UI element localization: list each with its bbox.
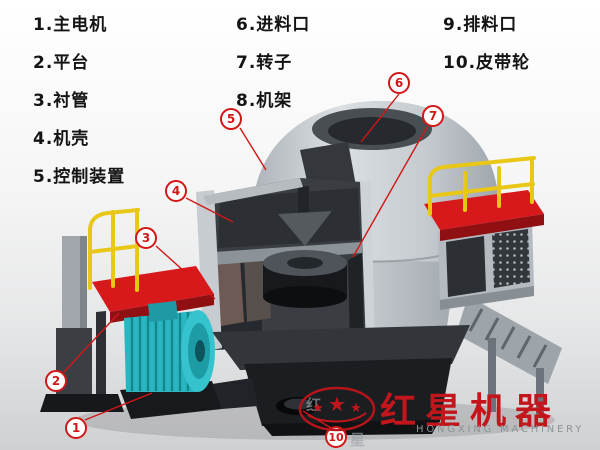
right-platform [424, 190, 544, 241]
legend-item-discharge-outlet: 9.排料口 [443, 15, 518, 35]
callout-number: 4 [171, 184, 181, 198]
callout-number: 6 [394, 76, 404, 90]
star-icon: ★ [328, 392, 346, 416]
brand-name-english: HONGXING MACHINERY [416, 424, 585, 435]
watermark-char-xing: 星 [350, 431, 366, 449]
three-stars-emblem-icon: ★ ★ ★ [298, 386, 376, 432]
legend-column-2: 6.进料口 7.转子 8.机架 [236, 10, 310, 111]
callout-number: 7 [428, 109, 438, 123]
callout-circle-10: 10 [325, 426, 347, 448]
legend-item-feed-inlet: 6.进料口 [236, 15, 311, 35]
callout-circle-1: 1 [65, 417, 87, 439]
right-railing [428, 156, 536, 216]
brand-name-chinese: 红星机器 [380, 391, 561, 432]
hongxing-brand-logo: ★ ★ ★ 红星机器 HONGXING MACHINERY [290, 380, 596, 442]
callout-circle-6: 6 [388, 72, 410, 94]
callout-number: 2 [51, 374, 61, 388]
callout-number: 5 [226, 112, 236, 126]
legend-item-platform: 2.平台 [33, 53, 90, 73]
legend-item-rotor: 7.转子 [236, 53, 293, 73]
callout-number: 3 [141, 231, 151, 245]
star-icon: ★ [350, 401, 362, 416]
belt-pulley [276, 397, 320, 415]
star-icon: ★ [312, 401, 324, 416]
callout-circle-4: 4 [165, 180, 187, 202]
legend-column-1: 1.主电机 2.平台 3.衬管 4.机壳 5.控制装置 [33, 10, 125, 187]
callout-circle-3: 3 [135, 227, 157, 249]
main-motor [120, 301, 258, 419]
legend-item-main-motor: 1.主电机 [33, 15, 108, 35]
cutaway-interior [196, 178, 375, 352]
rotor [263, 250, 347, 308]
legend-item-belt-pulley: 10.皮带轮 [443, 53, 531, 73]
callout-lines [63, 93, 428, 429]
legend-column-3: 9.排料口 10.皮带轮 [443, 10, 530, 73]
callout-circle-2: 2 [45, 370, 67, 392]
callout-circle-5: 5 [220, 108, 242, 130]
legend-item-frame: 8.机架 [236, 91, 293, 111]
legend-item-shell: 4.机壳 [33, 129, 90, 149]
watermark-char-hong: 红 [306, 396, 322, 414]
legend-item-control-device: 5.控制装置 [33, 167, 126, 187]
left-railing [88, 208, 140, 292]
callout-number: 1 [71, 421, 81, 435]
legend-item-lining-pipe: 3.衬管 [33, 91, 90, 111]
right-support-ladder [456, 296, 562, 418]
discharge-structure [438, 219, 534, 310]
callout-number: 10 [328, 430, 344, 444]
callout-circle-7: 7 [422, 105, 444, 127]
